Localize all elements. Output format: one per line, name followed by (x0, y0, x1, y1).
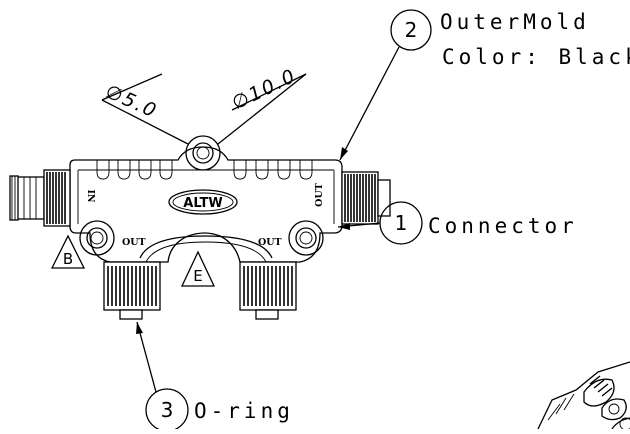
left-mounting-hole (79, 220, 115, 256)
top-mounting-hole (185, 135, 221, 171)
bottom-left-connector (103, 261, 161, 320)
isometric-preview (537, 361, 630, 431)
port-label-out-right: OUT (314, 183, 325, 207)
left-connector (9, 169, 71, 227)
altw-logo: ALTW (168, 189, 238, 215)
port-label-out-left-bottom: OUT (122, 237, 146, 248)
right-mounting-hole (288, 220, 324, 256)
dimension-leaders (101, 73, 307, 145)
callout-2-line-2: Color: Black (442, 45, 630, 69)
callout-3: 3 O-ring (136, 321, 294, 432)
right-connector (341, 171, 391, 225)
callout-1-number: 1 (395, 211, 408, 235)
view-marker-b-label: B (63, 250, 73, 268)
view-marker-b: B (50, 234, 86, 269)
callout-1-line-1: Connector (428, 214, 578, 238)
logo-text: ALTW (183, 196, 222, 211)
view-marker-e-label: E (193, 267, 202, 285)
callout-3-number: 3 (161, 398, 174, 422)
port-label-in: IN (85, 189, 96, 202)
callout-2-number: 2 (405, 18, 418, 42)
callout-2: 2 OuterMold Color: Black (339, 9, 630, 161)
port-label-out-right-bottom: OUT (258, 237, 282, 248)
callout-3-line-1: O-ring (194, 399, 294, 423)
bottom-right-connector (239, 261, 297, 320)
view-marker-e: E (180, 250, 216, 287)
top-ribs (96, 160, 313, 180)
callout-2-line-1: OuterMold (440, 10, 590, 34)
callout-1: 1 Connector (337, 201, 578, 245)
